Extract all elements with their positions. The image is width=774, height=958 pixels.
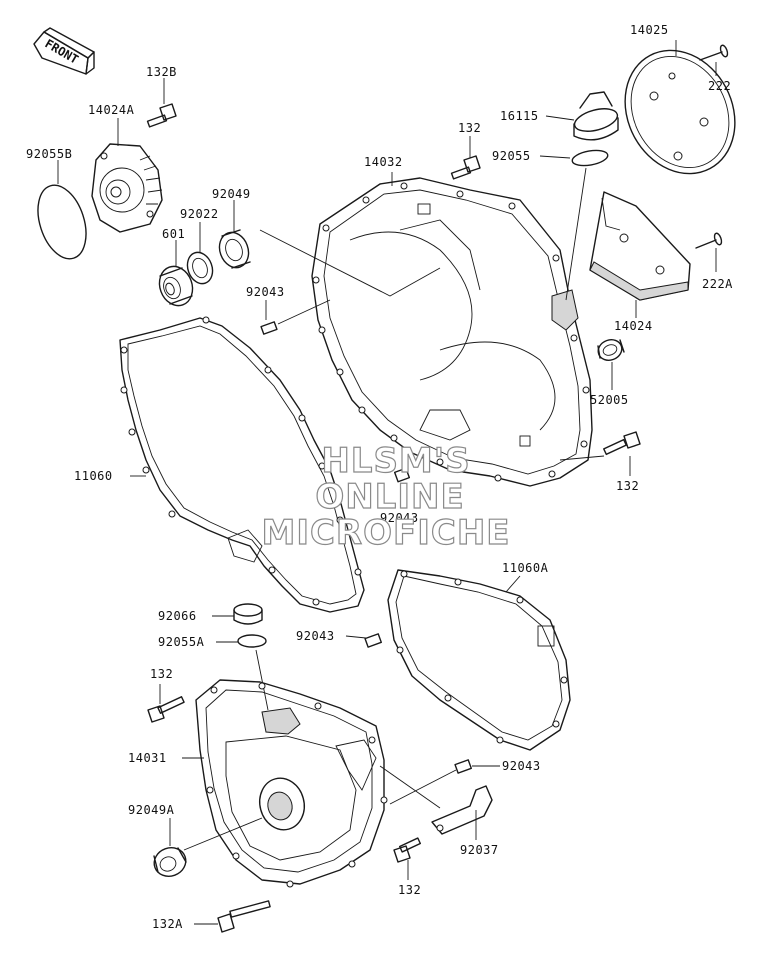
label-601: 601 <box>162 227 185 241</box>
bolt-132-mid <box>559 431 641 476</box>
washer-92022 <box>186 222 214 285</box>
label-92043-upper: 92043 <box>246 285 285 299</box>
bolt-132-bottom <box>393 837 422 880</box>
label-132-upper: 132 <box>458 121 481 135</box>
seal-92049a <box>153 817 263 877</box>
oring-92055b <box>37 160 87 260</box>
cover-bolt-holes <box>312 182 590 482</box>
label-11060a: 11060A <box>502 561 549 575</box>
label-14032: 14032 <box>364 155 403 169</box>
label-92037: 92037 <box>460 843 499 857</box>
gasket-holes <box>120 316 362 606</box>
screw-222 <box>699 44 729 76</box>
seal-92049 <box>218 200 251 269</box>
cover-14031 <box>182 679 441 888</box>
dowel-92043-lower-left <box>345 633 382 648</box>
label-92043-lower-left: 92043 <box>296 629 335 643</box>
label-14024a: 14024A <box>88 103 135 117</box>
label-222a: 222A <box>702 277 733 291</box>
cover-14024a <box>91 118 163 233</box>
watermark: HLSM'S ONLINE MICROFICHE <box>261 440 510 553</box>
label-92022: 92022 <box>180 207 219 221</box>
label-14025: 14025 <box>630 23 669 37</box>
bolt-132-lower-left <box>147 684 185 723</box>
dowel-92043-upper <box>260 299 331 335</box>
label-14031: 14031 <box>128 751 167 765</box>
plate-14024 <box>589 191 691 318</box>
seal-52005 <box>597 339 625 390</box>
label-222: 222 <box>708 79 731 93</box>
label-11060: 11060 <box>74 469 113 483</box>
label-132b: 132B <box>146 65 177 79</box>
cap-16115 <box>545 91 619 141</box>
plug-92066 <box>212 603 263 625</box>
cover-14032 <box>311 172 593 487</box>
label-52005: 52005 <box>590 393 629 407</box>
bolt-132b <box>146 78 177 128</box>
gasket-11060 <box>119 316 365 613</box>
watermark-line-3: MICROFICHE <box>261 513 510 553</box>
label-92066: 92066 <box>158 609 197 623</box>
label-132a: 132A <box>152 917 183 931</box>
bearing-601 <box>158 240 194 307</box>
label-92049: 92049 <box>212 187 251 201</box>
gasket-11060a <box>387 569 571 751</box>
front-arrow: FRONT <box>33 27 95 75</box>
dowel-92043-center <box>393 467 411 508</box>
oring-92055 <box>539 149 609 301</box>
label-92049a: 92049A <box>128 803 175 817</box>
oring-92055a <box>216 634 269 711</box>
watermark-line-1: HLSM'S <box>321 441 470 481</box>
label-14024: 14024 <box>614 319 653 333</box>
label-92043-center: 92043 <box>380 511 419 525</box>
label-132-lower-left: 132 <box>150 667 173 681</box>
part-labels: 132B 14024A 92055B 601 92022 92049 92043… <box>26 23 733 931</box>
label-92055b: 92055B <box>26 147 72 161</box>
label-92055: 92055 <box>492 149 531 163</box>
cover-14025 <box>624 40 736 175</box>
gasket-a-holes <box>396 570 568 744</box>
label-132-mid: 132 <box>616 479 639 493</box>
clutch-cover-holes <box>206 682 388 888</box>
dowel-92043-lower-right <box>389 759 500 805</box>
label-16115: 16115 <box>500 109 539 123</box>
bolt-132-upper <box>450 136 481 180</box>
screw-222a <box>695 232 723 272</box>
label-132-bottom: 132 <box>398 883 421 897</box>
label-92043-lower-right: 92043 <box>502 759 541 773</box>
bracket-92037 <box>431 785 493 840</box>
bolt-132a <box>194 900 271 933</box>
label-92055a: 92055A <box>158 635 205 649</box>
watermark-line-2: ONLINE <box>315 477 464 517</box>
